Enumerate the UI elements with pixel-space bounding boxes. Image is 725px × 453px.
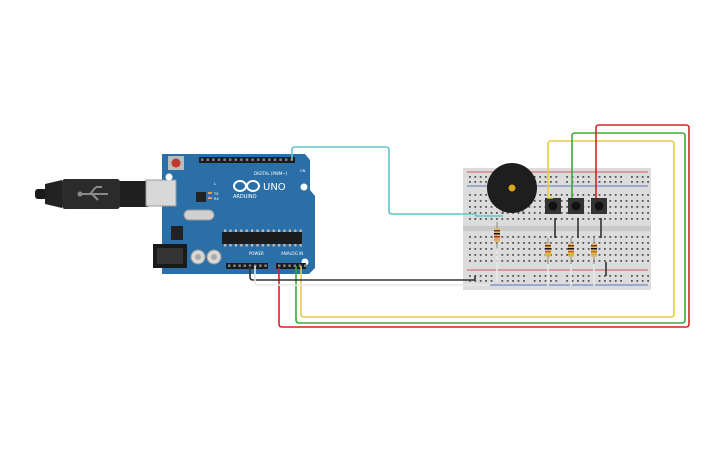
rx-led [208, 197, 212, 199]
wire-white[interactable] [254, 266, 490, 286]
on-label: ON [300, 169, 306, 173]
atmega-chip [222, 229, 302, 247]
tx-led [208, 192, 212, 194]
power-label: POWER [249, 251, 264, 256]
pushbutton-3[interactable] [591, 198, 607, 214]
usb-port [145, 179, 177, 207]
l-label: L [214, 182, 216, 186]
pushbutton-2[interactable] [568, 198, 584, 214]
arduino-uno-board[interactable]: ARDUINO UNO DIGITAL (PWM~) POWER ANALOG … [145, 154, 315, 274]
wire-red[interactable] [278, 124, 690, 328]
resistor-2[interactable] [545, 238, 551, 264]
digital-label: DIGITAL (PWM~) [254, 171, 288, 176]
analog-label: ANALOG IN [281, 251, 303, 256]
usb-icon [77, 186, 108, 201]
pushbutton-1[interactable] [545, 198, 561, 214]
wire-cyan[interactable] [291, 146, 503, 217]
logo-text: ARDUINO [233, 194, 257, 200]
rx-label: RX [214, 197, 219, 201]
resistor-4[interactable] [591, 238, 597, 264]
reset-button[interactable] [168, 156, 184, 170]
piezo-buzzer[interactable] [487, 163, 537, 214]
wire-black[interactable] [249, 266, 476, 281]
wire-yellow[interactable] [300, 140, 675, 318]
analog-header[interactable] [276, 263, 306, 269]
board-model-label: UNO [263, 182, 286, 193]
power-header[interactable] [226, 263, 268, 269]
tx-label: TX [213, 192, 219, 196]
usb-cable[interactable] [35, 179, 148, 209]
resistor-1[interactable] [494, 222, 500, 248]
resistor-3[interactable] [568, 238, 574, 264]
arduino-logo: ARDUINO [233, 180, 260, 200]
wire-green[interactable] [295, 132, 686, 324]
